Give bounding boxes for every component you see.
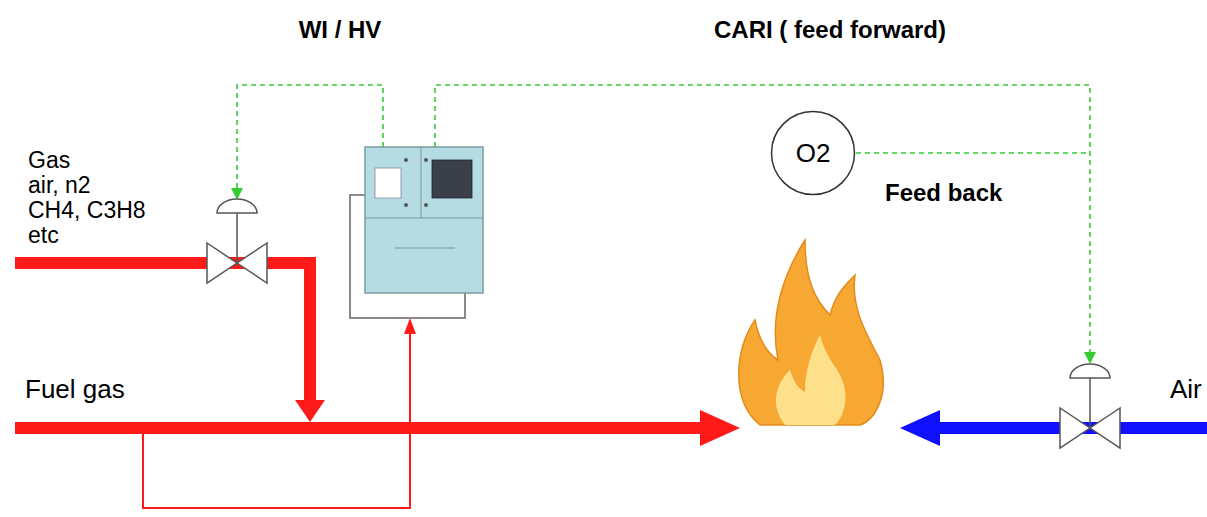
control-valve bbox=[1060, 364, 1120, 448]
gas-list: Gas bbox=[28, 147, 70, 173]
control-valve bbox=[207, 199, 267, 283]
analyser-cabinet bbox=[365, 147, 483, 293]
cabinet-screw bbox=[404, 158, 408, 162]
node-circle bbox=[772, 112, 855, 195]
cabinet-screw bbox=[424, 203, 428, 207]
gas-list: air, n2 bbox=[28, 172, 91, 198]
cabinet-divider bbox=[421, 147, 422, 218]
cabinet-screw bbox=[424, 158, 428, 162]
loop-label: Feed back bbox=[885, 179, 1002, 207]
signal-arrowhead bbox=[1084, 352, 1096, 364]
fuel-gas-pipe bbox=[15, 422, 705, 434]
cabinet-plate bbox=[375, 168, 401, 198]
sample-arrowhead bbox=[404, 318, 416, 334]
cabinet-divider bbox=[365, 218, 483, 219]
gas-list: etc bbox=[28, 222, 59, 248]
gas-list: CH4, C3H8 bbox=[28, 197, 146, 223]
section-heading: CARI ( feed forward) bbox=[714, 16, 946, 44]
stream-label: Fuel gas bbox=[25, 375, 125, 405]
cabinet-detail bbox=[395, 248, 455, 249]
cabinet-screen bbox=[432, 160, 472, 198]
pipe-arrowhead bbox=[295, 400, 325, 422]
pipe-arrowhead bbox=[900, 410, 940, 446]
node-label: O2 bbox=[796, 138, 831, 169]
pipe-arrowhead bbox=[700, 410, 740, 446]
section-heading: WI / HV bbox=[299, 16, 382, 44]
signal-lines bbox=[237, 85, 1090, 352]
stream-label: Air bbox=[1170, 375, 1202, 405]
cabinet-screw bbox=[404, 203, 408, 207]
signal-arrowhead bbox=[231, 188, 243, 200]
sample-line bbox=[143, 332, 410, 508]
flame bbox=[739, 240, 883, 425]
o2-analyser-circle: O2 bbox=[770, 110, 856, 196]
